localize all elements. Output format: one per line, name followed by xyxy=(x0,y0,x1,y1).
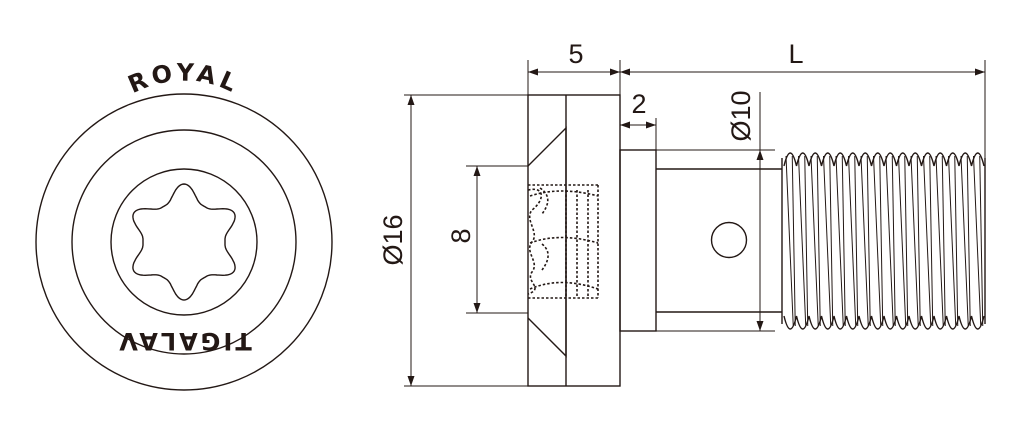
thread-line xyxy=(898,155,907,327)
thread-line xyxy=(848,155,857,327)
thread-line xyxy=(941,155,946,327)
dim-shank-diameter: Ø10 xyxy=(726,90,756,141)
logo-bottom-text: TIGALAV xyxy=(116,327,251,355)
thread-line xyxy=(823,155,832,327)
logo-top-text: ROYAL xyxy=(124,58,244,99)
thread-line xyxy=(829,155,834,327)
dim-neck-length: 2 xyxy=(631,89,646,119)
thread-line xyxy=(960,155,969,327)
thread-line xyxy=(879,155,884,327)
thread-line xyxy=(804,155,809,327)
dim-head-length: 5 xyxy=(568,39,583,69)
neck-collar xyxy=(619,149,657,332)
head-outline xyxy=(527,94,621,387)
thread-line xyxy=(798,155,807,327)
thread-line xyxy=(891,155,896,327)
thread-line xyxy=(929,155,934,327)
torx-socket-icon xyxy=(132,183,236,301)
thread-line xyxy=(791,155,796,327)
thread-line xyxy=(966,155,971,327)
thread-line xyxy=(860,155,869,327)
thread-line xyxy=(910,155,919,327)
thread-crest-bottom xyxy=(783,315,985,330)
thread-line xyxy=(979,155,984,327)
thread-line xyxy=(916,155,921,327)
thread-line xyxy=(835,155,844,327)
thread-line xyxy=(841,155,846,327)
thread-line xyxy=(954,155,959,327)
thread-lines xyxy=(785,155,984,327)
thread-line xyxy=(948,155,957,327)
dim-socket-depth: 8 xyxy=(446,228,476,243)
dim-thread-length: L xyxy=(788,39,803,69)
dimension-labels: 5 L 2 Ø16 8 Ø10 xyxy=(378,39,804,266)
thread-line xyxy=(973,155,982,327)
thread-crest-top xyxy=(783,152,985,167)
socket-bore-circle xyxy=(110,168,258,316)
dim-head-diameter: Ø16 xyxy=(378,214,408,265)
end-view: ROYAL TIGALAV xyxy=(35,58,333,391)
countersink-outline xyxy=(527,126,567,358)
outer-flange-circle xyxy=(35,93,333,391)
thread-line xyxy=(810,155,819,327)
thread-line xyxy=(885,155,894,327)
thread-line xyxy=(935,155,944,327)
thread-line xyxy=(866,155,871,327)
thread-line xyxy=(904,155,909,327)
thread-line xyxy=(873,155,882,327)
thread-line xyxy=(854,155,859,327)
socket-hidden-lines xyxy=(527,184,599,299)
dimension-lines xyxy=(404,60,986,387)
cross-hole-circle xyxy=(710,221,748,259)
thread-line xyxy=(816,155,821,327)
thread-line xyxy=(923,155,932,327)
inner-face-circle xyxy=(71,129,297,355)
thread-line xyxy=(785,155,794,327)
side-view xyxy=(527,94,986,387)
